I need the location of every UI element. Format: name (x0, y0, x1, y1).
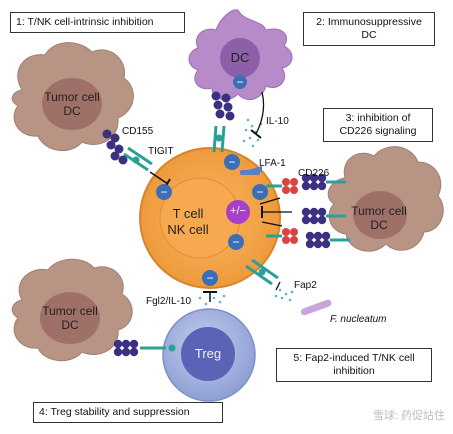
fgl2-label: Fgl2/IL-10 (146, 296, 192, 307)
minus-sign-dc: − (236, 75, 244, 89)
tcell-label-line2: NK cell (167, 222, 209, 237)
treg-label: Treg (194, 346, 222, 361)
il10-top-label: IL-10 (266, 116, 289, 127)
plusminus-sign: +/− (230, 205, 246, 217)
tigit-label: TIGIT (148, 146, 174, 157)
f-nucleatum-label: F. nucleatum (330, 314, 387, 325)
lfa1-label: LFA-1 (259, 158, 286, 169)
tumor-right-label: Tumor cell (351, 204, 407, 218)
box-1-label: 1: T/NK cell-intrinsic inhibition (10, 12, 185, 33)
watermark: 雪球: 药促站住 (372, 410, 445, 422)
tumor-bottom-left-sub: DC (61, 318, 79, 332)
cd155-label: CD155 (122, 126, 154, 137)
minus-sign-lower: − (232, 235, 240, 249)
cd226-receptors (240, 166, 350, 249)
tumor-cell-right (327, 146, 444, 252)
cd155-tigit-receptors-left (102, 129, 171, 190)
cd226-label: CD226 (298, 168, 330, 179)
dc-receptors (211, 91, 265, 153)
dendritic-cell (188, 9, 293, 101)
tumor-cell-bottom-left (11, 258, 133, 362)
tumor-bottom-left-label: Tumor cell (42, 304, 98, 318)
box-3-label: 3: inhibition of CD226 signaling (323, 108, 433, 142)
dc-label: DC (230, 50, 250, 65)
tumor-cell-top-left (11, 42, 134, 151)
minus-markers (156, 75, 268, 286)
tumor-top-left-sub: DC (63, 104, 81, 118)
fap2-label: Fap2 (294, 280, 317, 291)
fap2-receptors (245, 258, 332, 316)
minus-sign-right: − (256, 185, 264, 199)
tcell-label-line1: T cell (172, 206, 204, 221)
tumor-right-sub: DC (370, 218, 388, 232)
minus-sign-top: − (228, 155, 236, 169)
tumor-top-left-label: Tumor cell (44, 90, 100, 104)
box-4-label: 4: Treg stability and suppression (33, 402, 223, 423)
box-5-label: 5: Fap2-induced T/NK cell inhibition (276, 348, 432, 382)
t-nk-cell (139, 147, 281, 289)
box-2-label: 2: Immunosuppressive DC (303, 12, 435, 46)
treg-cell (162, 308, 256, 402)
treg-receptors (113, 291, 226, 357)
plusminus-marker (226, 200, 250, 224)
minus-sign-tigit: − (160, 185, 168, 199)
minus-sign-bottom: − (206, 271, 214, 285)
